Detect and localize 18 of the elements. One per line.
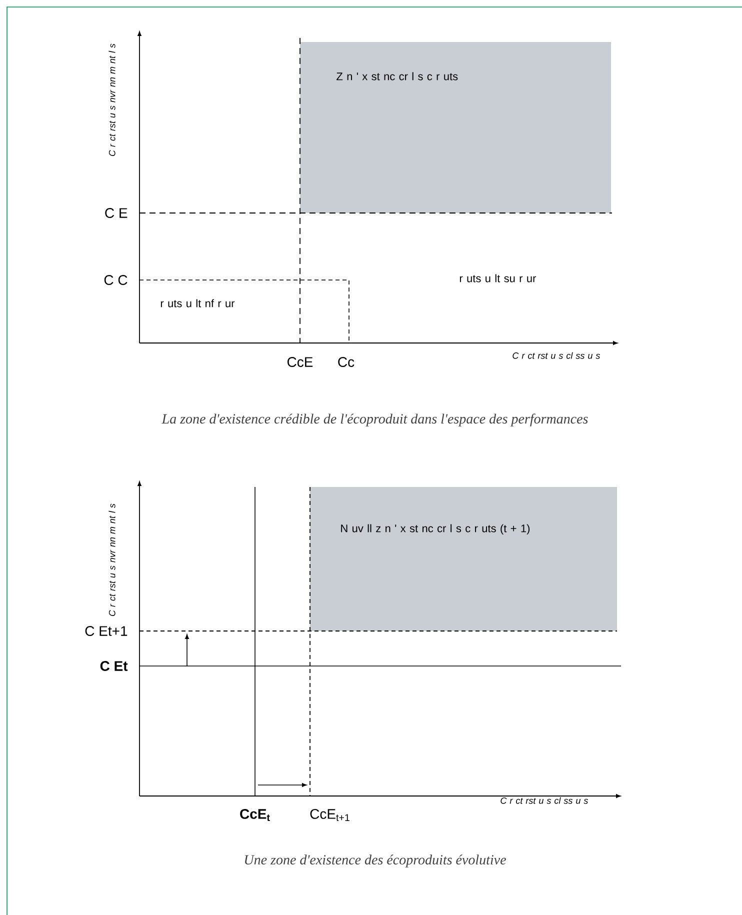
axis-title: C r ct rst u s nvr nn m nt l s <box>108 504 116 616</box>
region-label: r uts u lt su r ur <box>460 274 536 282</box>
figure-caption: Une zone d'existence des écoproduits évolutive <box>245 854 506 868</box>
axis-tick-label: C Et <box>100 661 128 671</box>
axis-tick-label: CcE$_{t}$ <box>240 808 270 821</box>
axis-tick-label: C Et+1 <box>85 626 128 636</box>
axis-title: C r ct rst u s cl ss u s <box>512 352 600 359</box>
region-label: r uts u lt nf r ur <box>160 299 235 308</box>
axis-tick-label: Cc <box>338 357 354 367</box>
axis-title: C r ct rst u s nvr nn m nt l s <box>108 44 116 156</box>
figure-caption: La zone d'existence crédible de l'écoproduit dans l'espace des performances <box>162 414 588 426</box>
axis-tick-label: CcE <box>287 357 313 367</box>
axis-tick-label: C C <box>104 275 128 285</box>
axis-tick-label: C E <box>105 208 128 218</box>
axis-title: C r ct rst u s cl ss u s <box>500 797 588 804</box>
shaded-zone: N uv ll z n ' x st nc cr l s c r uts (t + 1) <box>310 487 617 631</box>
shaded-zone: Z n ' x st nc cr l s c r uts <box>300 42 611 213</box>
axis-tick-label: CcE$_{t+1}$ <box>310 809 350 822</box>
